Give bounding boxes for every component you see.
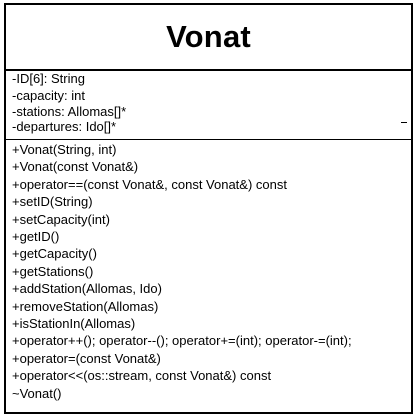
method-operator-equals: +operator==(const Vonat&, const Vonat&) …	[12, 176, 287, 192]
method-constructor: +Vonat(String, int)	[12, 142, 117, 157]
method-destructor: ~Vonat()	[12, 385, 62, 401]
attribute-departures: -departures: Ido[]*	[12, 118, 117, 134]
method-get-stations: +getStations()	[12, 263, 94, 279]
method-is-station-in: +isStationIn(Allomas)	[12, 316, 136, 332]
method-operator-arithmetic: +operator++(); operator--(); operator+=(…	[12, 333, 352, 349]
attribute-id: -ID[6]: String	[12, 71, 85, 86]
attribute-stations: -stations: Allomas[]*	[12, 104, 127, 119]
method-operator-assign: +operator=(const Vonat&)	[12, 350, 161, 366]
compartment-divider	[6, 139, 411, 140]
method-set-id: +setID(String)	[12, 194, 93, 210]
attributes-compartment: -ID[6]: String -capacity: int -stations:…	[12, 71, 411, 139]
stray-tick-mark	[401, 122, 407, 123]
class-name-compartment: Vonat	[6, 5, 411, 71]
method-set-capacity: +setCapacity(int)	[12, 211, 110, 227]
method-operator-stream: +operator<<(os::stream, const Vonat&) co…	[12, 368, 272, 384]
method-get-capacity: +getCapacity()	[12, 246, 97, 262]
uml-class-box: Vonat -ID[6]: String -capacity: int -sta…	[4, 3, 413, 414]
class-name: Vonat	[166, 19, 251, 54]
method-remove-station: +removeStation(Allomas)	[12, 298, 159, 314]
method-get-id: +getID()	[12, 229, 60, 245]
method-add-station: +addStation(Allomas, Ido)	[12, 281, 162, 297]
method-copy-constructor: +Vonat(const Vonat&)	[12, 159, 139, 175]
attribute-capacity: -capacity: int	[12, 87, 85, 103]
methods-compartment: +Vonat(String, int) +Vonat(const Vonat&)…	[12, 141, 411, 402]
